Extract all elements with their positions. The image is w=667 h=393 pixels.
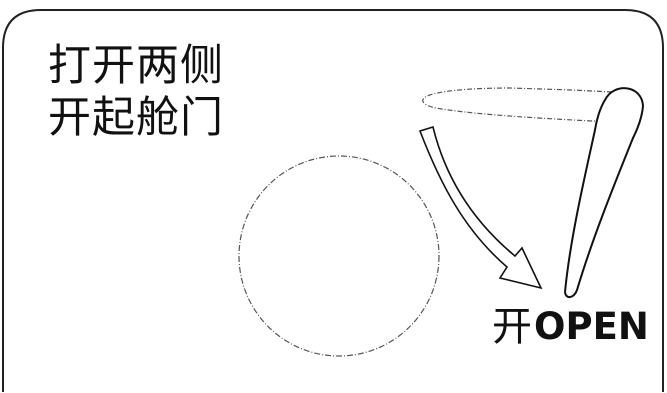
open-label-english: OPEN [534, 305, 649, 348]
instruction-text: 打开两侧 开起舱门 [48, 40, 268, 144]
door-circle-outline [238, 155, 440, 357]
open-label-chinese: 开 [492, 304, 532, 350]
lever-closed-outline [422, 87, 613, 123]
open-label: 开OPEN [492, 303, 649, 351]
lever-open [563, 87, 645, 298]
instruction-line-2: 开起舱门 [48, 93, 224, 143]
instruction-line-1: 打开两侧 [48, 41, 224, 91]
panel-border [2, 9, 664, 392]
open-direction-arrow [418, 125, 543, 290]
